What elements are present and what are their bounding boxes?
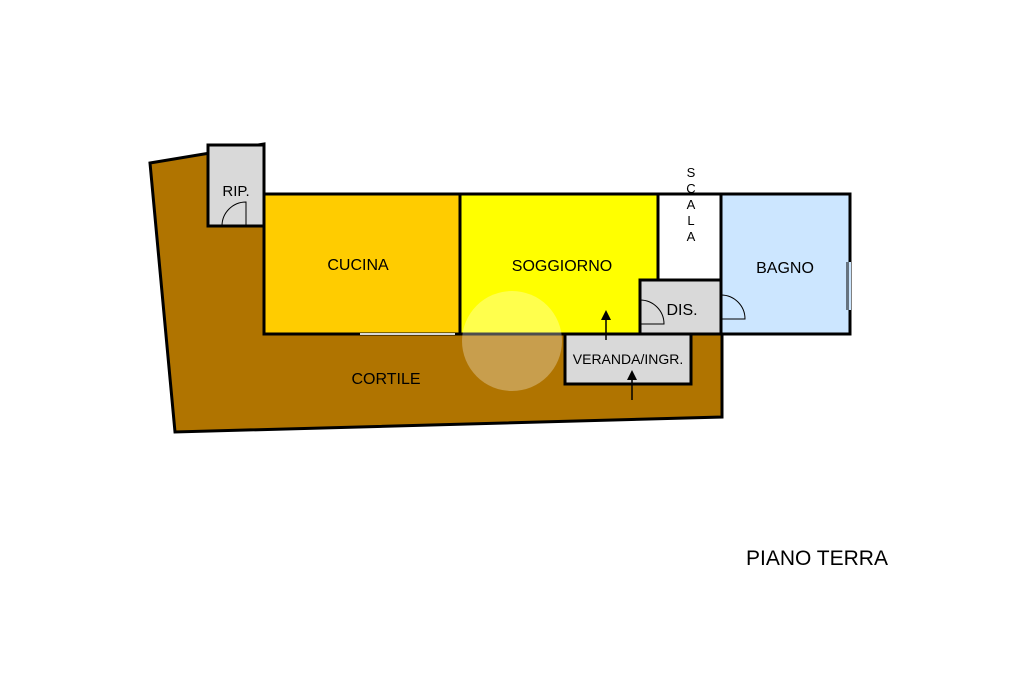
bagno-door-icon <box>720 294 746 320</box>
cucina-label: CUCINA <box>327 257 389 274</box>
scala-label: SCALA <box>684 165 699 245</box>
veranda-label: VERANDA/INGR. <box>573 351 683 367</box>
disimpegno-door-icon <box>639 299 665 325</box>
watermark-logo <box>462 291 562 391</box>
floor-title: PIANO TERRA <box>746 547 888 570</box>
cortile-label: CORTILE <box>351 371 420 388</box>
ripostiglio-room <box>206 143 266 228</box>
bagno-label: BAGNO <box>756 260 814 277</box>
ripostiglio-label: RIP. <box>222 183 249 200</box>
veranda-entry-arrow-icon <box>627 370 637 400</box>
soggiorno-label: SOGGIORNO <box>512 258 612 275</box>
disimpegno-label: DIS. <box>666 302 697 319</box>
veranda-room <box>563 332 693 386</box>
bagno-room <box>719 192 852 336</box>
ripostiglio-door-icon <box>221 201 247 227</box>
soggiorno-entry-arrow-icon <box>601 310 611 340</box>
